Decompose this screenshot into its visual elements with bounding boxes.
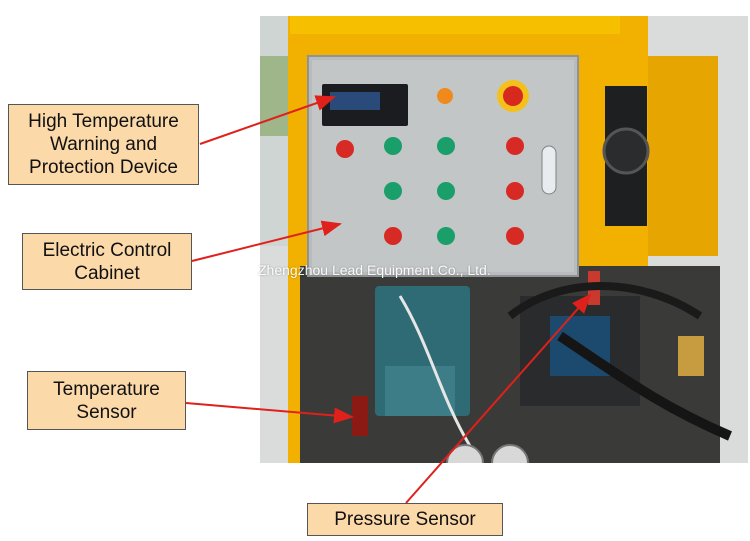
label-high-temperature-device: High Temperature Warning and Protection …: [8, 104, 199, 185]
machine-illustration: [260, 16, 748, 463]
label-temperature-sensor: Temperature Sensor: [27, 371, 186, 430]
label-electric-control-cabinet: Electric Control Cabinet: [22, 233, 192, 290]
label-pressure-sensor: Pressure Sensor: [307, 503, 503, 536]
watermark: Zhengzhou Lead Equipment Co., Ltd.: [258, 262, 491, 278]
machine-photo: [260, 16, 748, 463]
